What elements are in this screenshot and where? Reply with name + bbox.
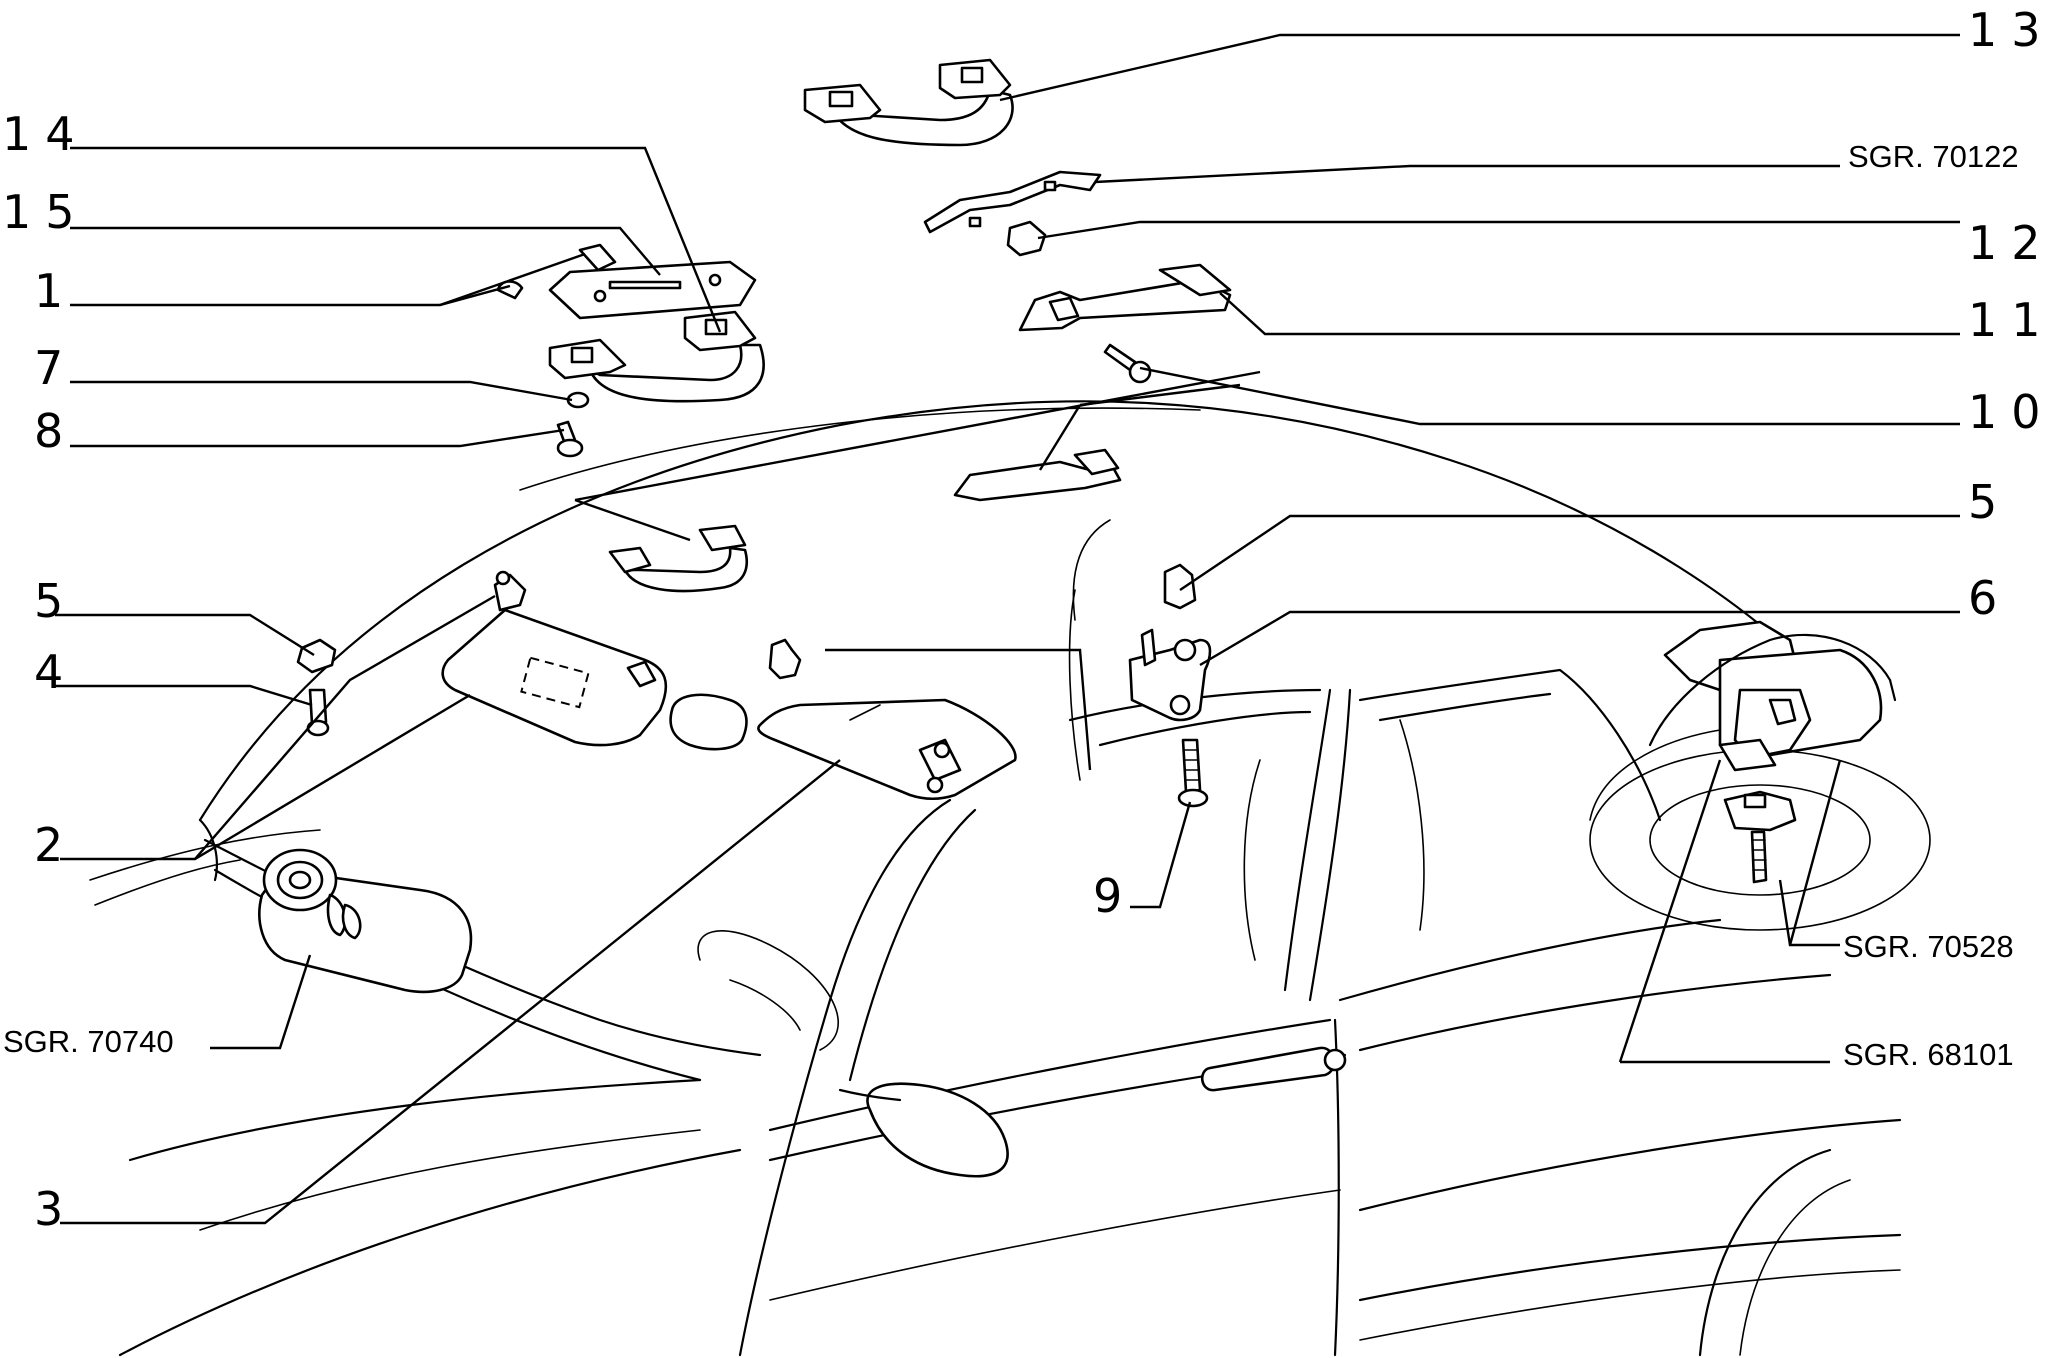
bolt-9: [1177, 738, 1209, 808]
pivot-cap-5-right: [1163, 563, 1197, 610]
callout-5-right: 5: [1968, 475, 2011, 529]
screw-10: [1103, 343, 1152, 384]
screw-4: [306, 688, 330, 737]
reference-sgr-70528: SGR. 70528: [1843, 929, 2014, 964]
callout-7: 7: [34, 341, 77, 395]
car-body-outline: [89, 400, 1931, 1357]
callout-13: 13: [1968, 3, 2052, 57]
reference-sgr-70122: SGR. 70122: [1848, 139, 2019, 174]
callout-4: 4: [34, 645, 77, 699]
callout-6: 6: [1968, 571, 2011, 625]
callout-3: 3: [34, 1182, 77, 1236]
callout-1: 1: [34, 264, 77, 318]
reference-sgr-68101: SGR. 68101: [1843, 1037, 2014, 1072]
installed-handle-left: [608, 524, 749, 593]
callout-11: 11: [1968, 293, 2052, 347]
grab-handle-14: [548, 310, 765, 403]
nut-12: [1006, 220, 1047, 257]
callout-10: 10: [1968, 385, 2052, 439]
reference-sgr-70740: SGR. 70740: [3, 1024, 174, 1059]
grab-handle-11: [1018, 263, 1232, 332]
callout-5-left: 5: [34, 574, 77, 628]
trim-strip-70122: [923, 170, 1102, 234]
clip-1: [496, 243, 617, 300]
callout-14: 14: [2, 107, 89, 161]
lamp-holder-68101: [1723, 790, 1797, 884]
callout-2: 2: [34, 818, 77, 872]
callout-15: 15: [2, 185, 89, 239]
callout-labels: 13 SGR. 70122 12 11 10 5 6 14 15 1 7 8 5…: [2, 3, 2052, 1236]
visor-clip: [669, 693, 748, 751]
callout-8: 8: [34, 404, 77, 458]
callout-9: 9: [1093, 869, 1136, 923]
installed-handle-right: [953, 448, 1122, 502]
interior-lamp-70740: [258, 848, 473, 994]
visor-bracket-6: [1128, 628, 1212, 722]
leader-lines: [55, 33, 1960, 1225]
rear-lamp-70528: [1648, 620, 1897, 772]
pivot-cap-5-left: [296, 638, 337, 674]
grab-handle-13: [803, 58, 1014, 147]
sun-visor-left-2: [441, 570, 668, 747]
bracket-15: [548, 260, 757, 320]
sun-visor-right-3: [757, 698, 1017, 801]
visor-hook: [768, 638, 802, 680]
callout-12: 12: [1968, 216, 2052, 270]
screw-8: [556, 420, 584, 458]
